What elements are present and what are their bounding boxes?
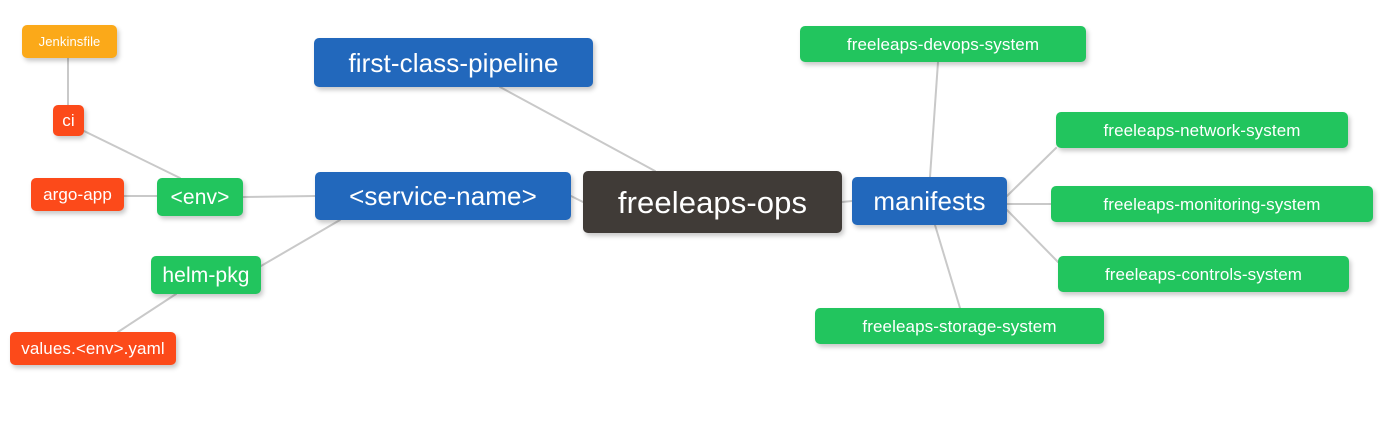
node-label-freeleaps-devops-system: freeleaps-devops-system bbox=[846, 34, 1040, 54]
node-freeleaps-storage-system[interactable]: freeleaps-storage-system bbox=[815, 308, 1104, 344]
node-argo-app[interactable]: argo-app bbox=[31, 178, 124, 211]
node-freeleaps-controls-system[interactable]: freeleaps-controls-system bbox=[1058, 256, 1349, 292]
node-manifests[interactable]: manifests bbox=[852, 177, 1007, 225]
node-label-freeleaps-monitoring-system: freeleaps-monitoring-system bbox=[1103, 194, 1321, 214]
edge-service-name-to-env bbox=[242, 195, 316, 198]
edge-freeleaps-ops-to-first-class-pipeline bbox=[499, 86, 656, 172]
node-label-ci: ci bbox=[62, 111, 75, 130]
node-label-first-class-pipeline: first-class-pipeline bbox=[348, 47, 559, 78]
edge-manifests-to-freeleaps-network-system bbox=[1006, 147, 1057, 197]
edge-manifests-to-freeleaps-storage-system bbox=[934, 224, 961, 309]
edge-freeleaps-ops-to-manifests bbox=[841, 200, 853, 203]
edge-freeleaps-ops-to-service-name bbox=[570, 195, 584, 203]
node-values-yaml[interactable]: values.<env>.yaml bbox=[10, 332, 176, 365]
node-ci[interactable]: ci bbox=[53, 105, 84, 136]
edge-manifests-to-freeleaps-devops-system bbox=[929, 61, 939, 178]
node-helm-pkg[interactable]: helm-pkg bbox=[151, 256, 261, 294]
node-label-service-name: <service-name> bbox=[349, 181, 537, 211]
edge-service-name-to-helm-pkg bbox=[260, 219, 341, 267]
node-label-freeleaps-controls-system: freeleaps-controls-system bbox=[1104, 264, 1303, 284]
node-env[interactable]: <env> bbox=[157, 178, 243, 216]
edge-helm-pkg-to-values-yaml bbox=[117, 293, 177, 333]
node-freeleaps-devops-system[interactable]: freeleaps-devops-system bbox=[800, 26, 1086, 62]
node-label-jenkinsfile: Jenkinsfile bbox=[38, 34, 101, 49]
node-label-manifests: manifests bbox=[873, 186, 986, 216]
node-jenkinsfile[interactable]: Jenkinsfile bbox=[22, 25, 117, 58]
edge-env-to-ci bbox=[83, 130, 181, 179]
node-freeleaps-network-system[interactable]: freeleaps-network-system bbox=[1056, 112, 1348, 148]
node-label-helm-pkg: helm-pkg bbox=[162, 263, 250, 287]
node-label-values-yaml: values.<env>.yaml bbox=[21, 339, 165, 358]
node-label-freeleaps-storage-system: freeleaps-storage-system bbox=[862, 316, 1057, 336]
node-freeleaps-ops[interactable]: freeleaps-ops bbox=[583, 171, 842, 233]
node-service-name[interactable]: <service-name> bbox=[315, 172, 571, 220]
node-first-class-pipeline[interactable]: first-class-pipeline bbox=[314, 38, 593, 87]
node-label-env: <env> bbox=[170, 185, 230, 209]
node-label-argo-app: argo-app bbox=[43, 185, 112, 204]
node-label-freeleaps-network-system: freeleaps-network-system bbox=[1103, 120, 1301, 140]
node-label-freeleaps-ops: freeleaps-ops bbox=[617, 184, 808, 220]
node-freeleaps-monitoring-system[interactable]: freeleaps-monitoring-system bbox=[1051, 186, 1373, 222]
